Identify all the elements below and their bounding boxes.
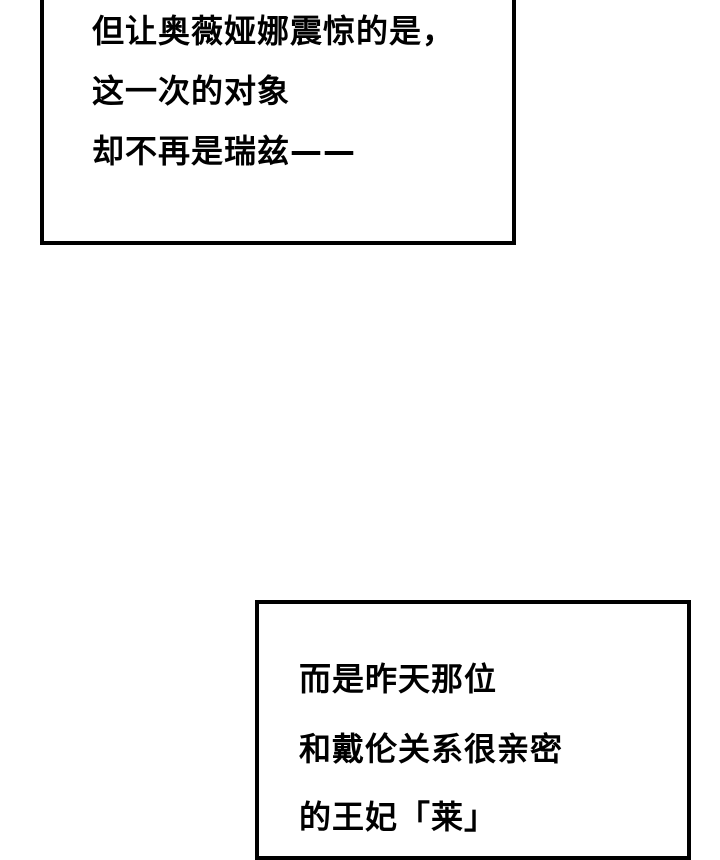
caption-line: 但让奥薇娅娜震惊的是， — [92, 12, 456, 50]
caption-box-2: 而是昨天那位 和戴伦关系很亲密 的王妃「莱」 — [255, 600, 691, 860]
caption-line: 却不再是瑞兹—— — [92, 132, 357, 170]
caption-line: 这一次的对象 — [92, 72, 291, 110]
caption-box-1: 但让奥薇娅娜震惊的是， 这一次的对象 却不再是瑞兹—— — [40, 0, 516, 245]
caption-line: 而是昨天那位 — [299, 660, 498, 698]
caption-line: 和戴伦关系很亲密 — [299, 730, 564, 768]
caption-line: 的王妃「莱」 — [299, 798, 498, 836]
